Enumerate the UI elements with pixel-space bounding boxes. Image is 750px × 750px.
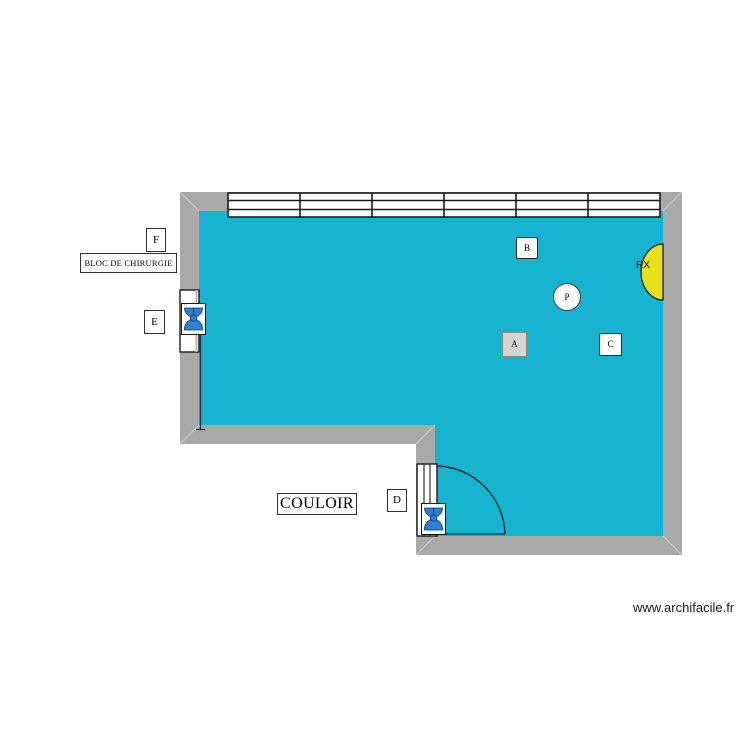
door-D-swing-arc bbox=[436, 465, 506, 535]
door-D-symbol[interactable] bbox=[421, 503, 446, 535]
equipment-marker-P[interactable]: P bbox=[553, 283, 581, 311]
wall-corner-miters bbox=[179, 191, 683, 556]
room-label-bloc-de-chirurgie[interactable]: BLOC DE CHIRURGIE bbox=[80, 253, 177, 273]
window-band-F[interactable] bbox=[227, 192, 661, 218]
watermark-archifacile: www.archifacile.fr bbox=[633, 600, 735, 615]
rx-half-ellipse-shape bbox=[640, 243, 664, 301]
door-E-symbol-blade-bottom bbox=[184, 318, 203, 331]
door-D-symbol-blade-bottom bbox=[424, 518, 443, 531]
equipment-RX[interactable] bbox=[640, 243, 664, 301]
door-D-symbol-hub bbox=[429, 514, 438, 522]
opening-label-E[interactable]: E bbox=[144, 310, 165, 334]
opening-label-D[interactable]: D bbox=[387, 489, 407, 512]
equipment-marker-C[interactable]: C bbox=[599, 333, 622, 356]
equipment-marker-RX[interactable]: RX bbox=[636, 260, 650, 271]
door-E-symbol-hub bbox=[189, 314, 198, 322]
door-E-symbol[interactable] bbox=[181, 303, 206, 335]
room-fill-bloc-de-chirurgie bbox=[199, 211, 663, 536]
equipment-marker-A[interactable]: A bbox=[502, 332, 527, 357]
room-label-couloir[interactable]: COULOIR bbox=[277, 493, 357, 515]
equipment-marker-B[interactable]: B bbox=[516, 237, 538, 259]
opening-label-F[interactable]: F bbox=[146, 228, 166, 252]
